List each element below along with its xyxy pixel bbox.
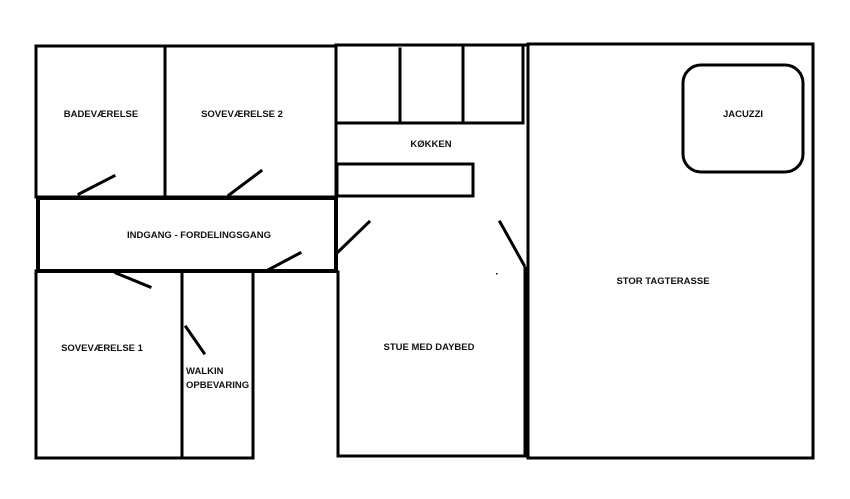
door-swing-living [334, 219, 372, 256]
door-swing-walkin [183, 324, 207, 356]
label-walkin: WALKIN [186, 366, 224, 377]
label-storage: OPBEVARING [186, 380, 249, 391]
label-living: STUE MED DAYBED [384, 342, 475, 353]
terrace-outline [526, 42, 815, 460]
door-swing-bedroom2 [226, 168, 264, 198]
hallway-outline [36, 196, 338, 273]
door-swing-bathroom [76, 173, 117, 197]
label-jacuzzi: JACUZZI [723, 109, 763, 120]
label-bathroom: BADEVÆRELSE [64, 109, 138, 120]
doors [76, 168, 527, 356]
kitchen-island [335, 162, 475, 198]
label-bedroom1: SOVEVÆRELSE 1 [61, 343, 144, 354]
door-swing-hallway [265, 250, 303, 273]
label-hallway: INDGANG - FORDELINGSGANG [127, 230, 271, 241]
walls [34, 42, 815, 460]
jacuzzi-shape [681, 63, 805, 174]
label-terrace: STOR TAGTERASSE [616, 276, 709, 287]
top-left-rooms-outline [34, 44, 338, 199]
door-swing-terrace [497, 219, 527, 268]
label-bedroom2: SOVEVÆRELSE 2 [201, 109, 283, 120]
label-kitchen: KØKKEN [410, 139, 451, 150]
door-swing-bedroom1 [114, 271, 152, 289]
room-labels: BADEVÆRELSE SOVEVÆRELSE 2 KØKKEN INDGANG… [61, 109, 763, 391]
stray-dot [496, 273, 498, 275]
